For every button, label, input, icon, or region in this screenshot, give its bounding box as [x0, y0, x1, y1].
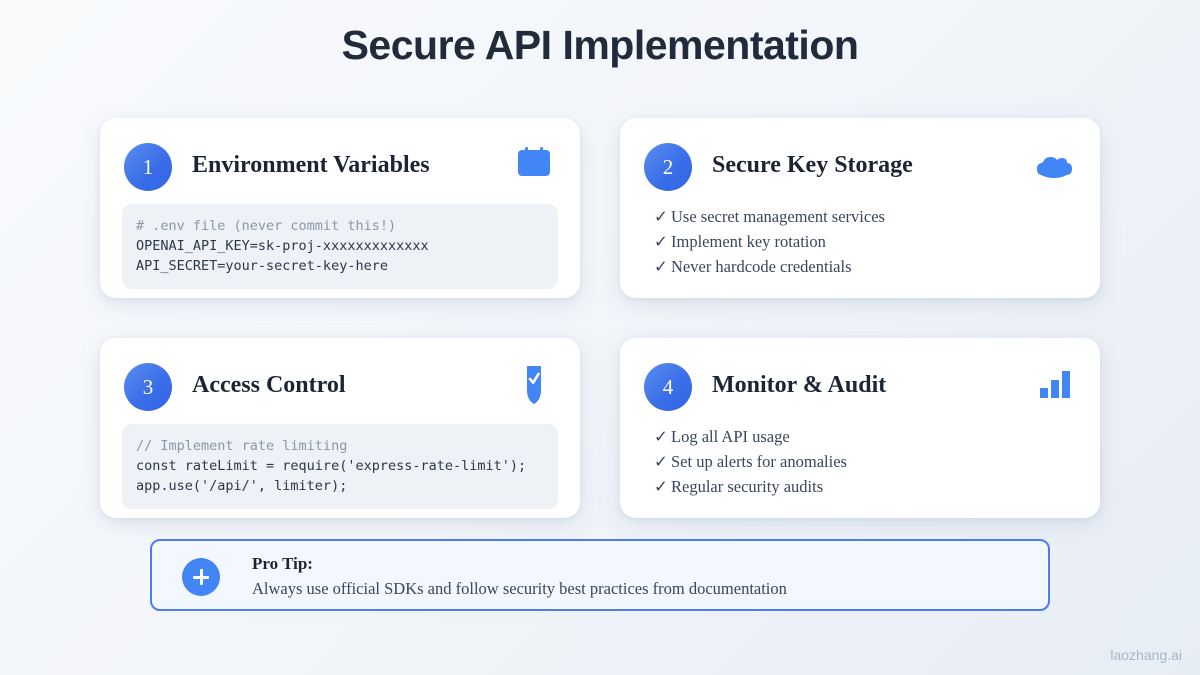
step-badge: 4	[644, 363, 692, 411]
code-line: app.use('/api/', limiter);	[136, 478, 348, 494]
card-title: Monitor & Audit	[712, 372, 887, 398]
list-item-label: Set up alerts for anomalies	[671, 452, 847, 471]
check-icon: ✓	[654, 477, 668, 496]
list-item-label: Regular security audits	[671, 477, 824, 496]
code-block: // Implement rate limiting const rateLim…	[122, 424, 558, 509]
step-badge: 3	[124, 363, 172, 411]
code-block: # .env file (never commit this!) OPENAI_…	[122, 204, 558, 289]
list-item: ✓Set up alerts for anomalies	[654, 449, 847, 474]
check-icon: ✓	[654, 257, 668, 276]
check-icon: ✓	[654, 232, 668, 251]
card-environment-variables: 1 Environment Variables # .env file (nev…	[100, 118, 580, 298]
step-badge: 1	[124, 143, 172, 191]
pro-tip-text: Always use official SDKs and follow secu…	[252, 579, 787, 598]
list-item: ✓Never hardcode credentials	[654, 254, 885, 279]
list-item: ✓Use secret management services	[654, 204, 885, 229]
check-icon: ✓	[654, 207, 668, 226]
page-title: Secure API Implementation	[341, 22, 859, 68]
code-line: const rateLimit = require('express-rate-…	[136, 458, 527, 474]
list-item: ✓Log all API usage	[654, 424, 847, 449]
plus-icon	[182, 558, 220, 596]
list-item-label: Never hardcode credentials	[671, 257, 852, 276]
card-access-control: 3 Access Control // Implement rate limit…	[100, 338, 580, 518]
pro-tip-label: Pro Tip:	[252, 554, 313, 573]
code-comment-line: # .env file (never commit this!)	[136, 218, 397, 234]
list-item-label: Log all API usage	[671, 427, 790, 446]
watermark: laozhang.ai	[1110, 647, 1182, 663]
card-title: Secure Key Storage	[712, 152, 913, 178]
check-icon: ✓	[654, 452, 668, 471]
card-title: Environment Variables	[192, 152, 430, 178]
check-list: ✓Log all API usage ✓Set up alerts for an…	[654, 424, 847, 499]
list-item-label: Implement key rotation	[671, 232, 826, 251]
cloud-icon	[1030, 144, 1078, 188]
card-header: 1 Environment Variables	[100, 118, 580, 196]
code-comment-line: // Implement rate limiting	[136, 438, 348, 454]
list-item: ✓Regular security audits	[654, 474, 847, 499]
card-header: 2 Secure Key Storage	[620, 118, 1100, 196]
shield-check-icon	[510, 364, 558, 408]
code-line: API_SECRET=your-secret-key-here	[136, 258, 388, 274]
card-header: 4 Monitor & Audit	[620, 338, 1100, 416]
list-item: ✓Implement key rotation	[654, 229, 885, 254]
card-header: 3 Access Control	[100, 338, 580, 416]
pro-tip-banner: Pro Tip: Always use official SDKs and fo…	[150, 539, 1050, 611]
step-badge: 2	[644, 143, 692, 191]
bar-chart-icon	[1030, 364, 1078, 408]
calendar-icon	[510, 144, 558, 188]
code-line: OPENAI_API_KEY=sk-proj-xxxxxxxxxxxxx	[136, 238, 429, 254]
check-icon: ✓	[654, 427, 668, 446]
card-secure-key-storage: 2 Secure Key Storage ✓Use secret managem…	[620, 118, 1100, 298]
card-title: Access Control	[192, 372, 346, 398]
check-list: ✓Use secret management services ✓Impleme…	[654, 204, 885, 279]
list-item-label: Use secret management services	[671, 207, 885, 226]
card-monitor-audit: 4 Monitor & Audit ✓Log all API usage ✓Se…	[620, 338, 1100, 518]
